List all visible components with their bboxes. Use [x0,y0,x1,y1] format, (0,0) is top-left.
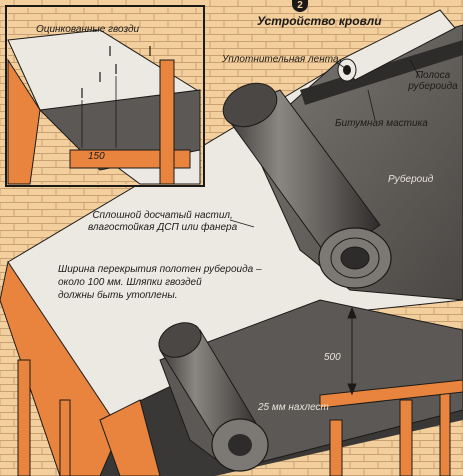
timber-frame [0,260,463,476]
detail-inset [5,5,205,187]
label-inset-dimension: 150 [88,151,105,162]
label-overlap-note: Ширина перекрытия полотен рубероида – ок… [58,263,262,302]
label-overlap-note-line2: около 100 мм. Шляпки гвоздей [58,277,202,288]
label-overlap-note-line1: Ширина перекрытия полотен рубероида – [58,264,262,275]
label-overlap-note-line3: должны быть утоплены. [58,290,178,301]
label-decking: Сплошной досчатый настил, влагостойкая Д… [88,210,237,234]
felt-roll-small [158,322,269,472]
label-bitumen-mastic: Битумная мастика [335,118,428,129]
figure-number-badge: 2 [292,0,308,12]
leader-lines [229,59,421,228]
label-overlap-25: 25 мм нахлест [258,402,329,413]
label-decking-line1: Сплошной досчатый настил, [92,210,233,221]
label-decking-line2: влагостойкая ДСП или фанера [88,222,238,233]
dimension-500-arrow [347,306,357,396]
label-roofing-strip: Полоса рубероида [408,70,458,92]
label-galvanized-nails: Оцинкованные гвозди [36,24,140,35]
label-roofing-felt: Рубероид [388,174,434,185]
figure-title: Устройство кровли [257,14,382,28]
nail-icon [81,46,151,98]
sealing-tape-roll [337,9,456,82]
label-dimension-500: 500 [324,352,341,363]
felt-roll-large [222,82,392,289]
bitumen-band [300,40,463,105]
label-sealing-tape: Уплотнительная лента [222,54,339,65]
